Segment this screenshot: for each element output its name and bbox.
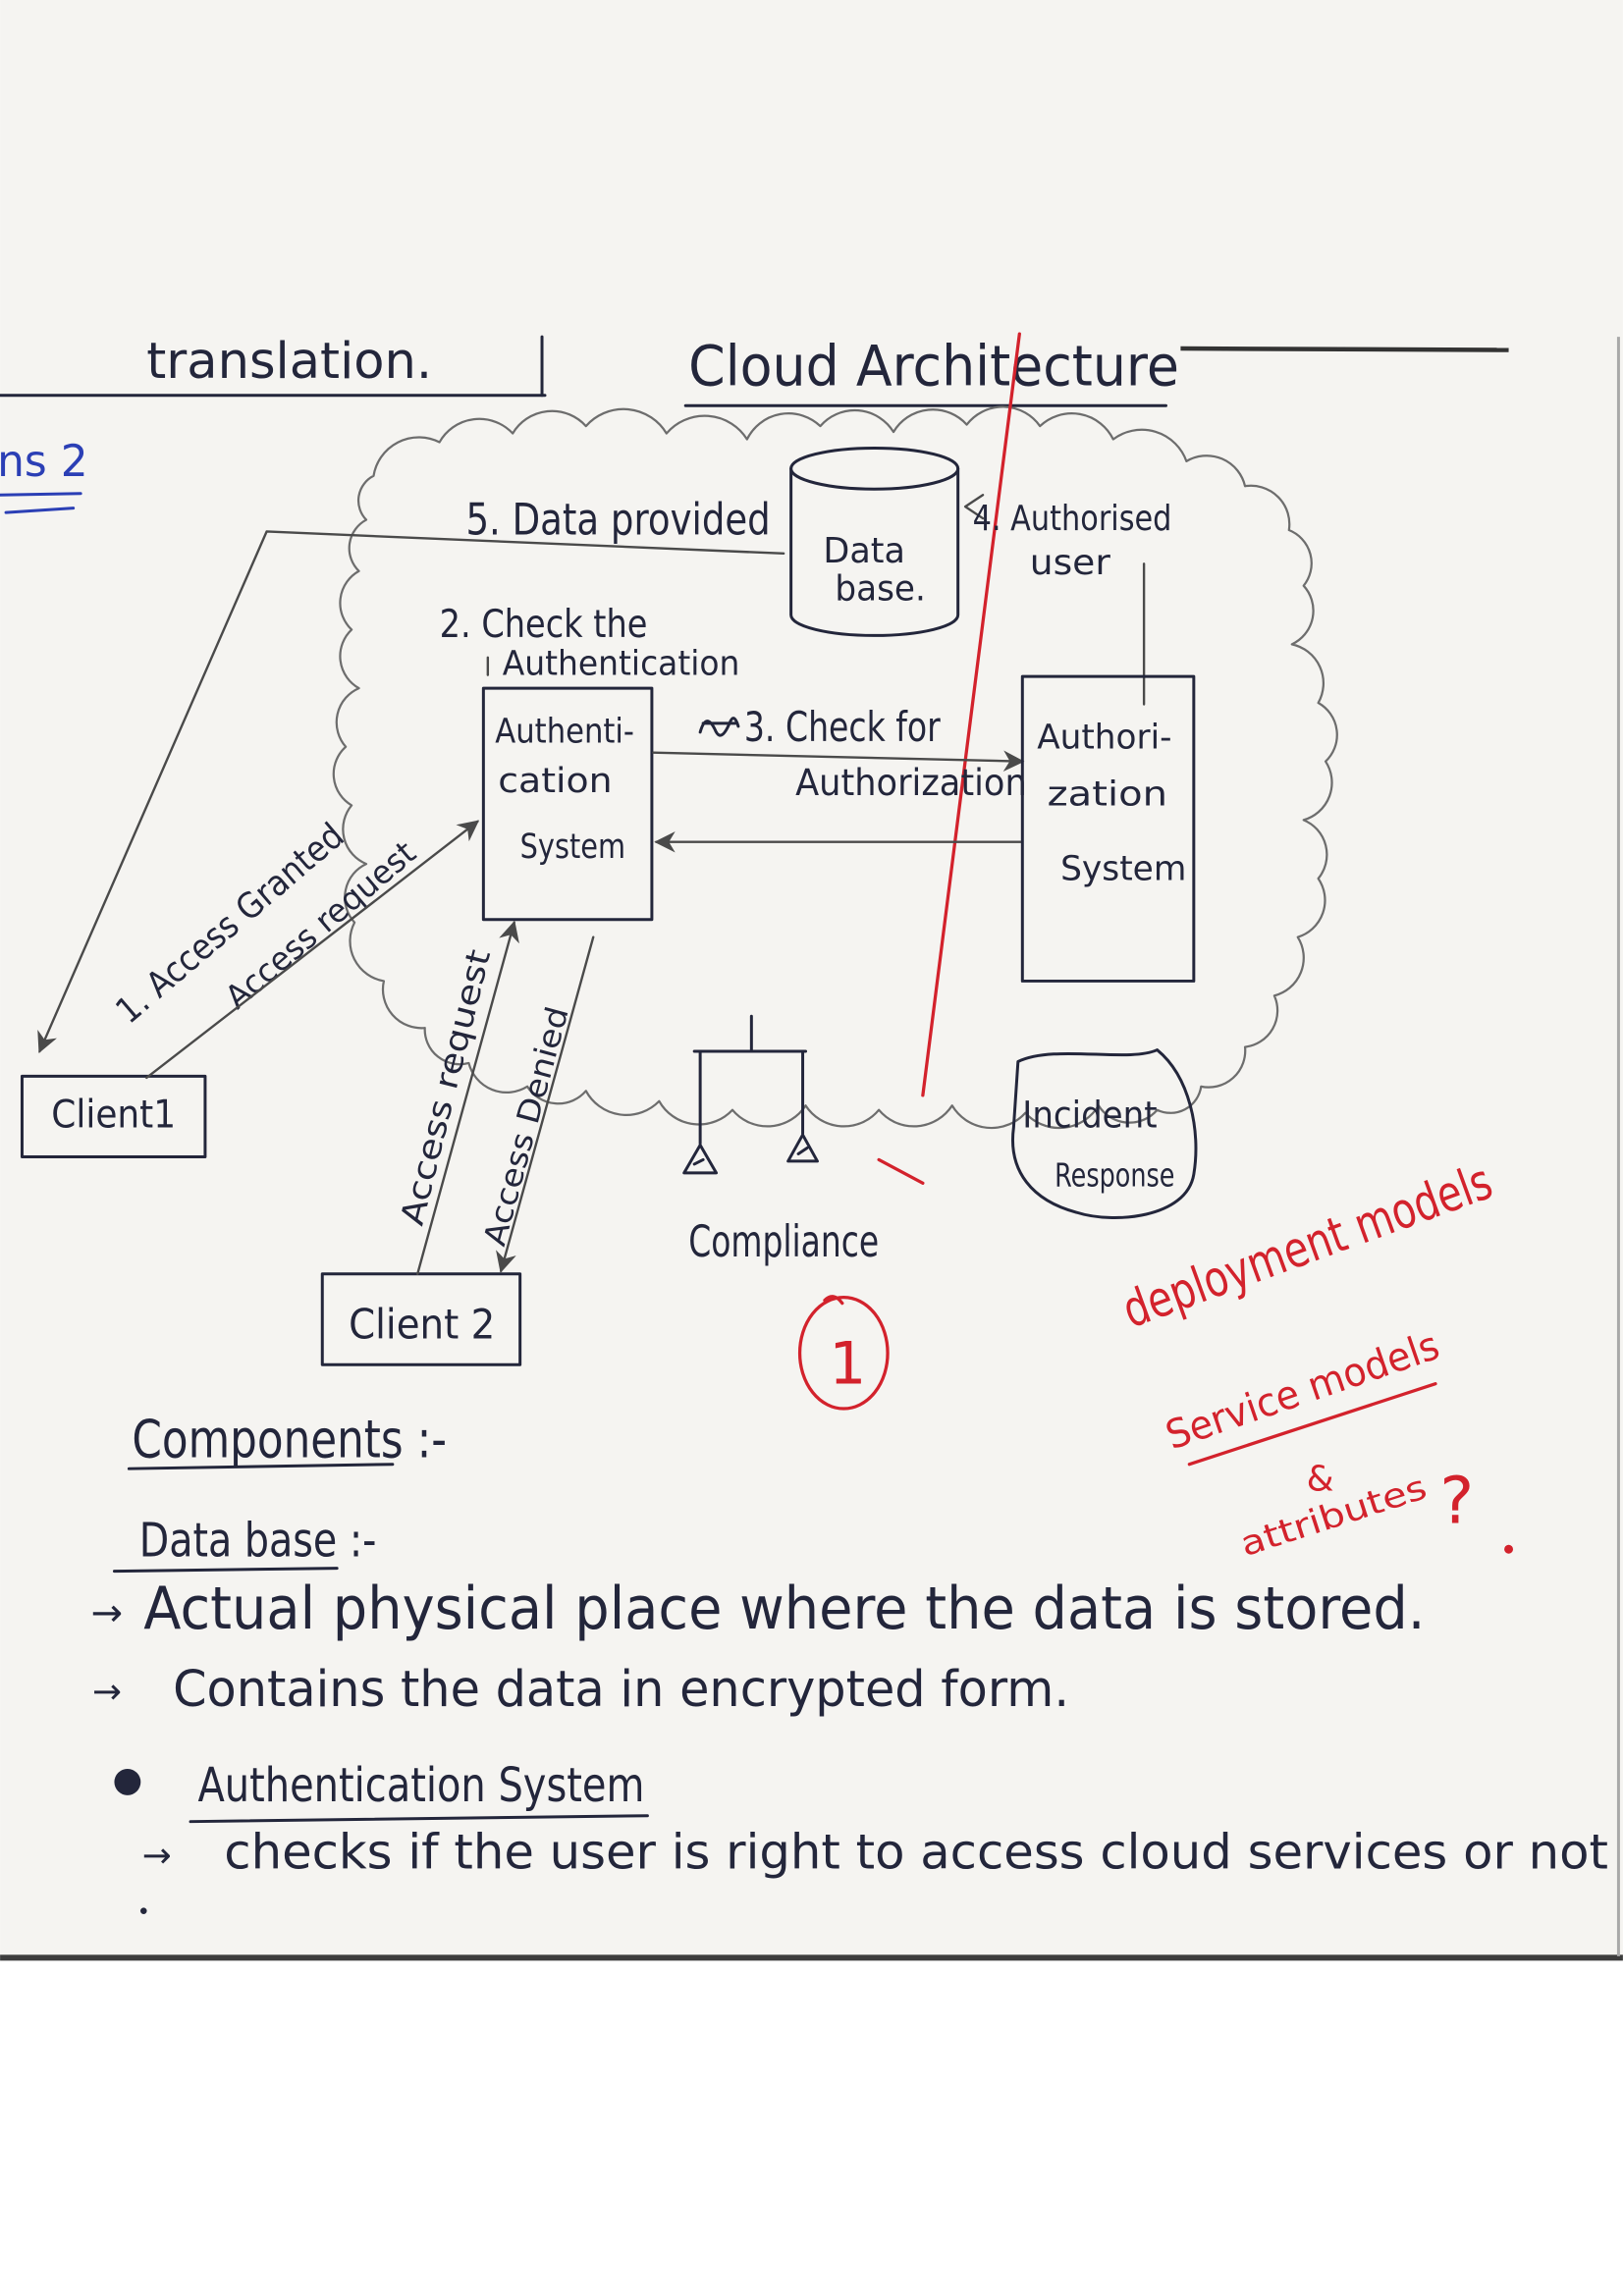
step-data-provided: 5. Data provided [465,493,770,545]
authentication-system-label-line3: System [520,828,625,867]
red-dot [1504,1544,1514,1554]
cloud-outline [332,405,1338,1130]
step-authorised-user-line1: 4. Authorised [973,499,1172,539]
database-point-1: Actual physical place where the data is … [143,1575,1425,1643]
arrow-bullet-icon: → [92,1672,122,1712]
database-heading-underline [112,1567,339,1574]
margin-note-underline-2 [4,507,76,514]
service-models-underline [1187,1382,1437,1467]
paper-background [0,0,1623,1956]
client1-frame [20,1074,207,1158]
arrow-bullet-icon: → [91,1591,123,1635]
database-label-line2: base. [835,569,925,610]
authorization-system-box: Authori- zation System [1020,674,1196,983]
client1-label: Client1 [51,1094,176,1138]
arrow-client2-access-denied [496,935,595,1273]
red-vertical-stroke [921,332,1021,1097]
authentication-heading: Authentication System [197,1759,644,1813]
components-heading-underline [127,1463,395,1470]
step-check-authentication-line2: Authentication [503,645,740,684]
arrow-authentication-to-authorization [652,750,1025,772]
compliance-scale-icon [682,1014,819,1175]
client2-label: Client 2 [349,1300,495,1348]
client1-box: Client1 [20,1074,207,1158]
authorization-system-label-line2: zation [1048,774,1167,814]
circled-number: 1 [829,1331,866,1399]
scale-right-pan [786,1133,819,1163]
client2-box: Client 2 [320,1272,522,1366]
step-check-authorization-line2: Authorization [795,761,1027,804]
compliance-label: Compliance [688,1215,879,1267]
arrow-client2-access-request [416,920,519,1275]
step-check-authorization-line1: 3. Check for [744,703,942,751]
authentication-system-label-line1: Authenti- [495,712,634,751]
scale-left-pan [682,1144,719,1175]
authorization-system-label-line1: Authori- [1037,718,1171,757]
question-mark-note: ? [1439,1464,1474,1538]
red-tick-mark [877,1157,925,1185]
database-body [789,446,960,637]
step-check-authentication-line1: 2. Check the [440,603,648,647]
incident-response-label-line1: Incident [1022,1094,1157,1137]
incident-response-shape: Incident Response [1011,1048,1198,1219]
margin-note-underline-1 [0,492,82,497]
red-circle [797,1296,890,1411]
page-title: Cloud Architecture [688,334,1179,399]
authentication-point-1: checks if the user is right to access cl… [224,1823,1608,1880]
top-right-rule [1180,346,1509,352]
authentication-system-box: Authenti- cation System [481,686,654,922]
circled-number-annotation: 1 [797,1295,890,1411]
authentication-system-label-line2: cation [498,762,612,801]
red-circle-tick [823,1295,844,1306]
header-left-text: translation. [146,332,432,390]
database-label-line1: Data [823,531,905,571]
arrow-client1-access-request [145,820,480,1080]
incident-response-outline [1011,1048,1198,1219]
incident-response-label-line2: Response [1055,1156,1174,1194]
database-heading: Data base :- [139,1515,377,1569]
step-authorised-user-line2: user [1030,543,1110,583]
client2-frame [320,1272,522,1366]
authentication-system-frame [481,686,654,922]
database-top-rim [789,466,960,491]
arrow-data-provided-to-client1 [37,530,785,1054]
authorization-system-label-line3: System [1060,850,1186,889]
authentication-heading-underline [189,1814,649,1824]
filled-bullet-icon [114,1768,141,1795]
authorization-system-frame [1020,674,1196,983]
database-cylinder: Data base. [789,446,960,637]
ampersand-note: & [1307,1460,1334,1500]
stray-dot [139,1907,147,1914]
margin-note: ns 2 [0,435,88,487]
crossed-out-scribble [698,717,740,737]
arrowhead-authorised-user [963,494,985,520]
components-heading: Components :- [132,1408,447,1469]
arrow-bullet-icon: → [142,1836,172,1876]
database-point-2: Contains the data in encrypted form. [173,1660,1069,1718]
